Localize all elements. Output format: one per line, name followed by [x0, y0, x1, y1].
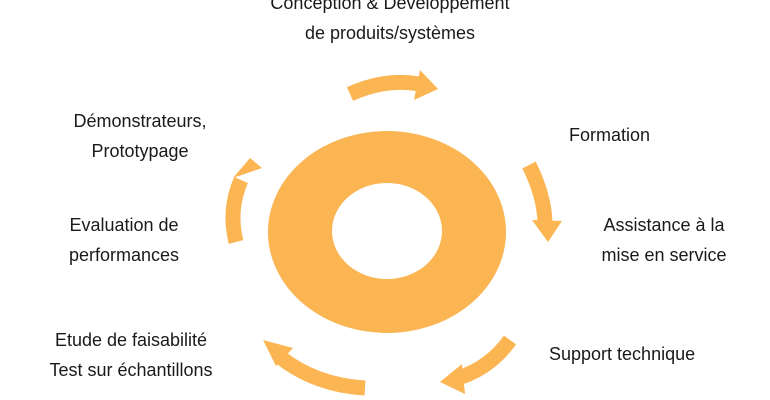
step-assistance: Assistance à la mise en service — [601, 215, 727, 265]
cycle-arrow-right-upper — [522, 161, 562, 242]
step-conception: Conception & Développement de produits/s… — [270, 0, 510, 43]
cycle-arrow-bottom-right — [440, 335, 517, 394]
step-support: Support technique — [549, 344, 696, 364]
step-faisabilite: Etude de faisabilité Test sur échantillo… — [49, 330, 213, 380]
central-ring — [268, 131, 506, 333]
step-evaluation: Evaluation de performances — [68, 215, 180, 265]
step-demonstrateurs: Démonstrateurs, Prototypage — [73, 111, 207, 161]
cycle-arrow-bottom-left — [263, 340, 366, 396]
cycle-arrow-top — [346, 70, 438, 101]
cycle-arrow-left — [225, 158, 262, 244]
step-formation: Formation — [569, 125, 651, 145]
